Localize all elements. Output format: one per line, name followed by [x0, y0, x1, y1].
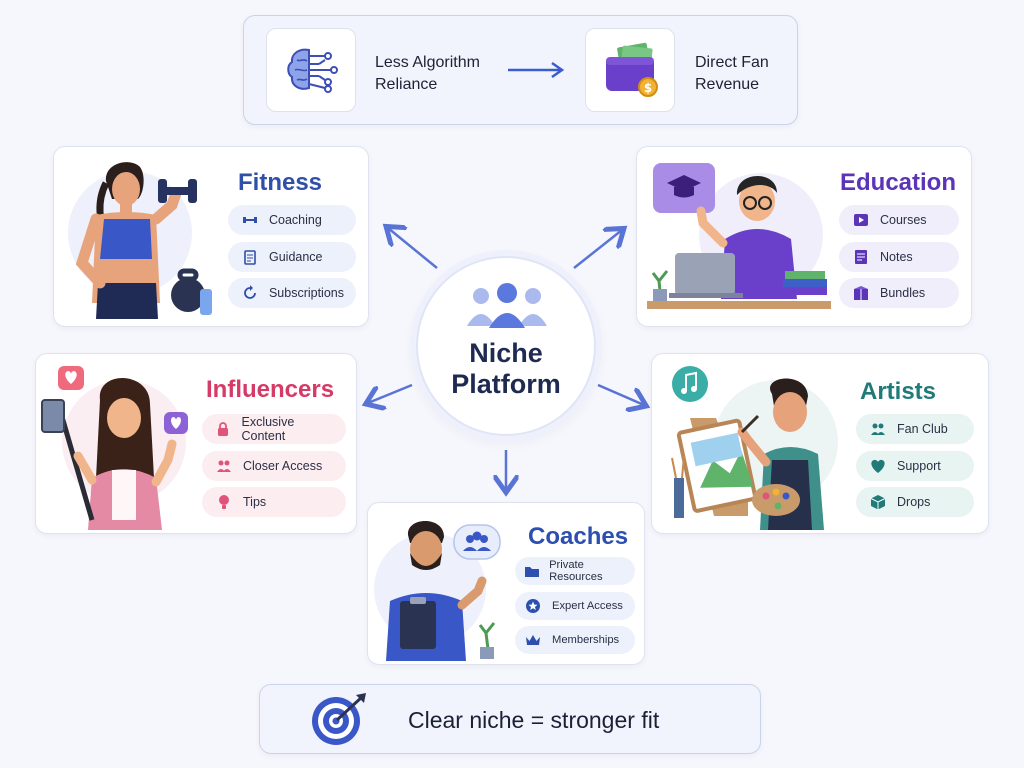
feature-label: Exclusive Content — [241, 415, 295, 443]
feature-memberships[interactable]: Memberships — [515, 626, 635, 654]
people-icon — [214, 457, 234, 475]
feature-exclusive-content[interactable]: Exclusive Content — [202, 414, 346, 444]
feature-label: Closer Access — [243, 458, 323, 473]
feature-courses[interactable]: Courses — [839, 205, 959, 235]
feature-label: Expert Access — [552, 599, 623, 612]
arrow-to-influencers — [368, 383, 413, 403]
feature-label: Fan Club — [897, 422, 948, 436]
refresh-icon — [240, 284, 260, 302]
arrow-to-artists — [597, 383, 644, 405]
brain-circuit-icon — [266, 28, 356, 112]
feature-label: Drops — [897, 495, 931, 509]
feature-expert-access[interactable]: Expert Access — [515, 591, 635, 620]
influencers-features: Exclusive Content Closer Access Tips — [202, 414, 346, 524]
hub-title: Niche Platform — [451, 338, 561, 399]
less-algorithm-text: Less Algorithm Reliance — [375, 54, 480, 93]
fitness-card: Fitness Coaching Guidance Subscriptions — [53, 146, 369, 327]
fitness-person-illustration — [68, 162, 212, 319]
folder-icon — [523, 562, 540, 580]
artist-person-illustration — [671, 366, 838, 530]
arrow-to-education — [573, 230, 622, 269]
coaches-title: Coaches — [528, 523, 629, 550]
feature-label: Courses — [880, 213, 927, 227]
box-icon — [868, 493, 888, 511]
star-badge-icon — [523, 597, 543, 615]
arrow-to-fitness — [388, 228, 438, 269]
feature-coaching[interactable]: Coaching — [228, 205, 356, 235]
crown-icon — [523, 631, 543, 649]
fitness-features: Coaching Guidance Subscriptions — [228, 205, 356, 315]
svg-text:$: $ — [644, 81, 652, 95]
notes-icon — [851, 248, 871, 266]
influencers-card: Influencers Exclusive Content Closer Acc… — [35, 353, 357, 534]
group-people-icon — [467, 283, 547, 328]
education-card: Education Courses Notes Bundles — [636, 146, 972, 327]
clipboard-icon — [240, 248, 260, 266]
tagline-text: Clear niche = stronger fit — [408, 707, 660, 733]
fitness-title: Fitness — [238, 169, 323, 196]
tagline-banner: Clear niche = stronger fit — [259, 684, 761, 754]
feature-support[interactable]: Support — [856, 450, 974, 481]
feature-label: Guidance — [269, 249, 323, 264]
feature-drops[interactable]: Drops — [856, 487, 974, 517]
coaches-card: Coaches Private Resources Expert Access … — [367, 502, 645, 665]
heart-icon — [868, 457, 888, 475]
feature-closer-access[interactable]: Closer Access — [202, 450, 346, 481]
feature-bundles[interactable]: Bundles — [839, 278, 959, 308]
arrow-right-icon — [508, 61, 565, 79]
lightbulb-icon — [214, 493, 234, 511]
coach-person-illustration — [374, 521, 501, 661]
wallet-money-icon: $ — [585, 28, 675, 112]
feature-label: Subscriptions — [268, 286, 344, 300]
feature-label: Memberships — [552, 634, 620, 646]
feature-fan-club[interactable]: Fan Club — [856, 414, 974, 444]
feature-label: Notes — [880, 249, 913, 264]
feature-label: Tips — [243, 495, 267, 509]
niche-platform-hub: Niche Platform — [416, 256, 596, 436]
feature-label: Coaching — [269, 213, 322, 227]
feature-private-resources[interactable]: Private Resources — [515, 557, 635, 585]
people-icon — [868, 420, 888, 438]
education-person-illustration — [647, 163, 831, 309]
influencer-person-illustration — [41, 366, 188, 530]
feature-tips[interactable]: Tips — [202, 487, 346, 517]
feature-subscriptions[interactable]: Subscriptions — [228, 278, 356, 308]
dumbbell-icon — [240, 211, 260, 229]
direct-fan-revenue-text: Direct Fan Revenue — [695, 54, 769, 93]
package-icon — [851, 284, 871, 302]
education-title: Education — [840, 169, 957, 196]
artists-title: Artists — [860, 378, 937, 405]
artists-card: Artists Fan Club Support Drops — [651, 353, 989, 534]
artists-features: Fan Club Support Drops — [856, 414, 974, 524]
target-icon — [312, 693, 366, 745]
influencers-title: Influencers — [206, 376, 335, 403]
lock-icon — [214, 420, 232, 438]
play-icon — [851, 211, 871, 229]
feature-notes[interactable]: Notes — [839, 241, 959, 272]
feature-label: Private Resources — [549, 559, 603, 583]
benefits-banner: Less Algorithm Reliance $ Direct Fan Rev… — [243, 15, 798, 125]
feature-label: Bundles — [880, 286, 926, 300]
coaches-features: Private Resources Expert Access Membersh… — [515, 557, 635, 661]
feature-label: Support — [897, 458, 941, 473]
feature-guidance[interactable]: Guidance — [228, 241, 356, 272]
education-features: Courses Notes Bundles — [839, 205, 959, 315]
